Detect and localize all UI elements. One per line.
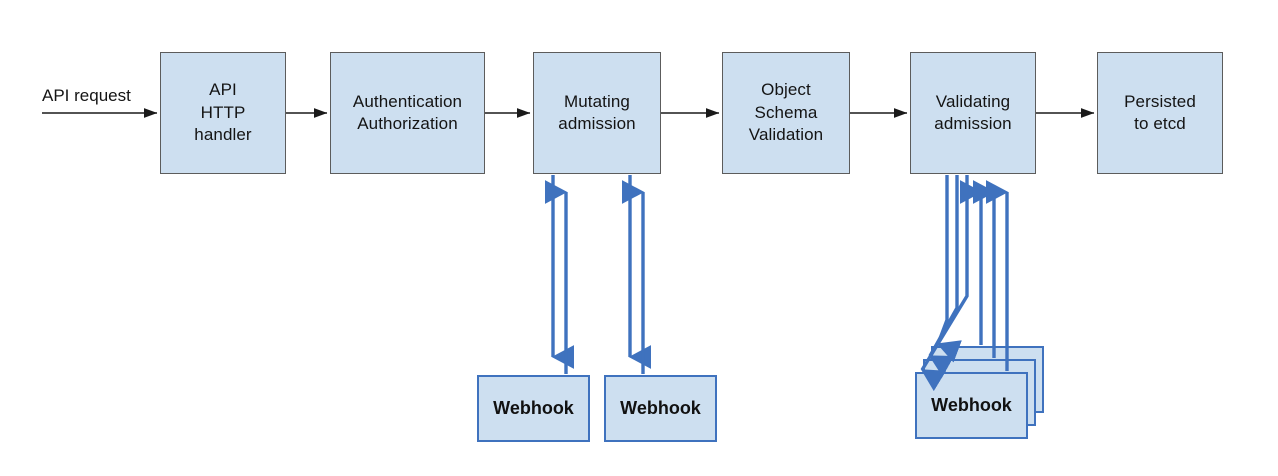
webhook-mutating-2[interactable]: Webhook [604, 375, 717, 442]
node-persisted-to-etcd-label: Persisted to etcd [1124, 91, 1196, 133]
node-persisted-to-etcd[interactable]: Persisted to etcd [1097, 52, 1223, 174]
node-api-http-handler-label: API HTTP handler [194, 80, 252, 145]
webhook-mutating-2-label: Webhook [620, 398, 701, 418]
node-object-schema-validation[interactable]: Object Schema Validation [722, 52, 850, 174]
node-mutating-admission[interactable]: Mutating admission [533, 52, 661, 174]
arrow-validating-call-3 [920, 175, 969, 392]
arrow-validating-call-1 [936, 175, 962, 363]
node-api-http-handler[interactable]: API HTTP handler [160, 52, 286, 174]
arrow-validating-call-2 [928, 175, 959, 377]
node-authentication-authorization[interactable]: Authentication Authorization [330, 52, 485, 174]
entry-label-api-request: API request [42, 86, 131, 105]
webhook-validating-front[interactable]: Webhook [915, 372, 1028, 439]
webhook-mutating-1[interactable]: Webhook [477, 375, 590, 442]
webhook-mutating-1-label: Webhook [493, 398, 574, 418]
node-validating-admission-label: Validating admission [934, 91, 1012, 133]
node-validating-admission[interactable]: Validating admission [910, 52, 1036, 174]
node-object-schema-validation-label: Object Schema Validation [748, 80, 824, 145]
node-mutating-admission-label: Mutating admission [558, 91, 636, 133]
node-authentication-authorization-label: Authentication Authorization [352, 91, 463, 133]
webhook-validating-label: Webhook [931, 395, 1012, 415]
